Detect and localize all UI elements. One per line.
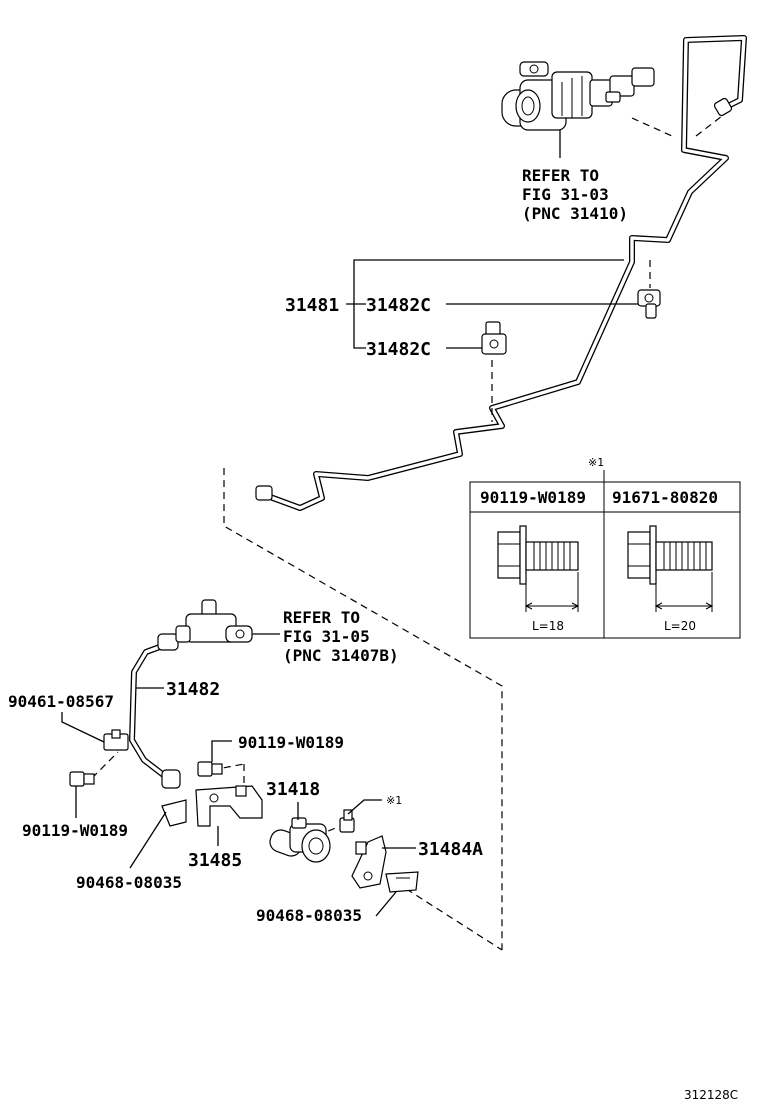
refer-pnc-label-1: (PNC 31410): [522, 204, 628, 223]
spec-length-1: L=18: [532, 619, 564, 633]
junction-block-drawing: [175, 599, 280, 643]
guide-line: [695, 115, 723, 137]
bolt-spec-table: ※1 90119-W0189 91671-80820 L=18: [469, 456, 741, 639]
guide-line: [385, 875, 503, 951]
guide-line: [631, 117, 673, 137]
clutch-line-pipe: [255, 35, 747, 511]
clip-left-drawing: [161, 799, 187, 827]
refer-to-label-1: REFER TO: [522, 166, 599, 185]
refer-to-label-2: REFER TO: [283, 608, 360, 627]
part-label-31481: 31481: [285, 295, 339, 316]
part-label-90119-w0189-left: 90119-W0189: [22, 821, 128, 840]
refer-fig-label-1: FIG 31-03: [522, 185, 609, 204]
bracket-31484a-drawing: [351, 835, 387, 889]
spec-length-2: L=20: [664, 619, 696, 633]
bolt-mark1-drawing: [339, 809, 355, 833]
part-label-31482: 31482: [166, 679, 220, 700]
guide-line: [223, 468, 503, 950]
master-cylinder-drawing: [501, 61, 655, 158]
part-label-31485: 31485: [188, 850, 242, 871]
part-label-31482c-lower: 31482C: [366, 339, 431, 360]
refer-fig-label-2: FIG 31-05: [283, 627, 370, 646]
part-label-90461-08567: 90461-08567: [8, 692, 114, 711]
spec-part-no-2: 91671-80820: [612, 488, 718, 507]
bolt-drawing-2: [627, 525, 714, 612]
clamp-31482c-upper-drawing: [637, 289, 661, 319]
flexible-hose-31482-drawing: [129, 633, 181, 789]
leader-90461-08567: [61, 712, 105, 743]
clip-bottom-drawing: [385, 871, 419, 893]
bolt-left-drawing: [69, 771, 95, 787]
guide-line: [91, 751, 119, 779]
clamp-31482c-lower-drawing: [481, 321, 507, 355]
part-label-31418: 31418: [266, 779, 320, 800]
leader-90119-w0189-right: [211, 740, 232, 762]
release-cylinder-31418-drawing: [269, 817, 331, 863]
mark-ref-label: ※1: [386, 794, 402, 807]
part-label-90468-08035-bottom: 90468-08035: [256, 906, 362, 925]
figure-id: 312128C: [684, 1088, 738, 1102]
clip-drawing: [103, 729, 129, 751]
bolt-right-drawing: [197, 761, 223, 777]
bracket-31485-drawing: [195, 785, 263, 827]
leader-90468-08035-left: [129, 811, 167, 869]
spec-part-no-1: 90119-W0189: [480, 488, 586, 507]
leader-mark-1: [347, 799, 382, 815]
bolt-drawing-1: [497, 525, 580, 612]
leader-90468-08035-bottom: [375, 891, 397, 917]
part-label-90119-w0189-right: 90119-W0189: [238, 733, 344, 752]
refer-pnc-label-2: (PNC 31407B): [283, 646, 399, 665]
spec-table-mark: ※1: [588, 456, 604, 469]
part-label-90468-08035-left: 90468-08035: [76, 873, 182, 892]
part-label-31482c-upper: 31482C: [366, 295, 431, 316]
part-label-31484a: 31484A: [418, 839, 483, 860]
